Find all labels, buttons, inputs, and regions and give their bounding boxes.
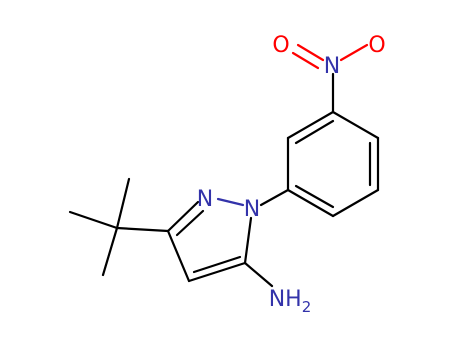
bond-benzene-6-inner (294, 119, 335, 145)
amine-label: NH (269, 287, 302, 312)
bond-nitro-n-o-left-1 (296, 43, 325, 62)
atom-labels: O N O N N NH2 (197, 33, 386, 316)
bond-benzene-4-inner (294, 184, 335, 209)
atom-nitrogen-ring-aryl: N (244, 197, 260, 222)
bond-benzene-3 (331, 188, 380, 218)
bond-aryl-n1 (259, 188, 290, 207)
bond-c4-c5-inner (192, 255, 242, 274)
bond-tbu-methyl-down (101, 226, 119, 277)
bond-c3-c4 (166, 229, 191, 283)
bond-tbu-methyl-up (115, 177, 131, 230)
bond-n2-c3 (166, 200, 200, 233)
bond-c5-n1 (243, 216, 253, 265)
bond-c3-tbu (115, 226, 170, 233)
bond-benzene-6 (286, 110, 335, 140)
amine-subscript: 2 (302, 298, 312, 316)
bond-n1-n2 (216, 197, 245, 207)
bond-benzene-4 (286, 188, 335, 218)
atom-nitrogen-nitro: N (324, 54, 340, 79)
bond-n2-c3-inner (175, 209, 205, 237)
bond-c4-c5 (187, 261, 247, 283)
atom-nitrogen-ring: N (197, 187, 213, 212)
atom-oxygen-left: O (272, 33, 289, 58)
bond-tbu-methyl-left (68, 210, 119, 230)
bond-nitro-n-o-left-2 (291, 51, 320, 70)
bond-nitro-n-o-right (339, 43, 369, 62)
bonds (68, 43, 380, 288)
atom-oxygen-right: O (368, 33, 385, 58)
atom-amine: NH2 (269, 287, 312, 316)
bond-c5-nh2 (243, 261, 274, 288)
bond-benzene-1 (331, 110, 380, 140)
